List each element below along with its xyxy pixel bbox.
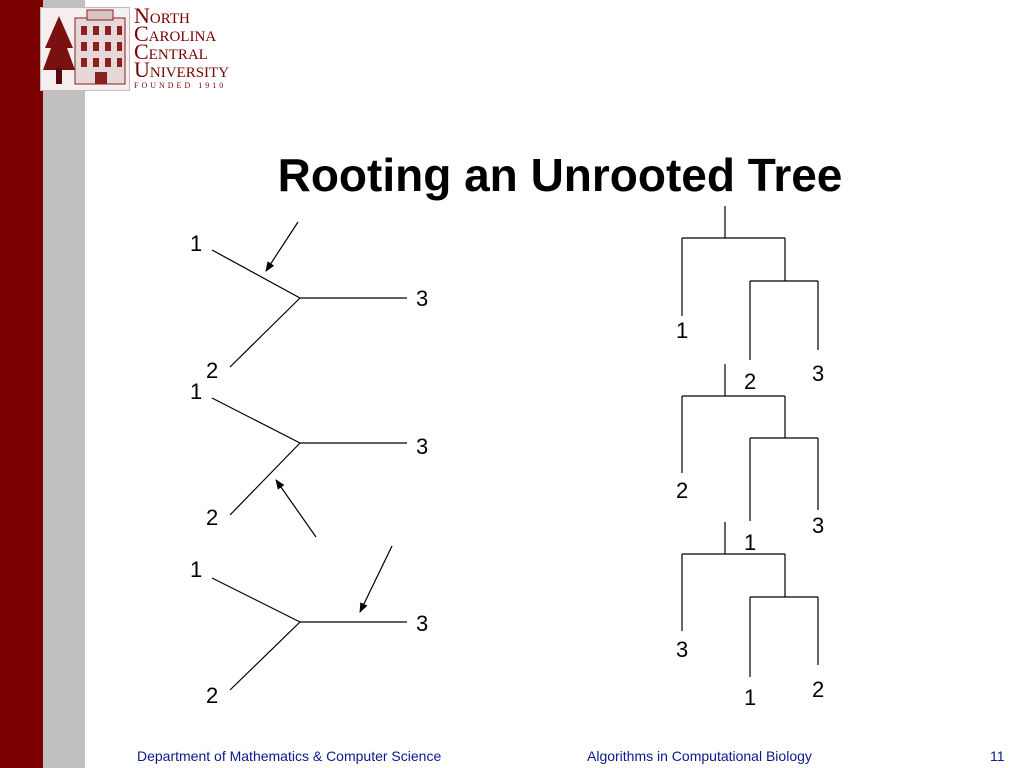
root-arrow-1: [265, 221, 299, 272]
unrooted-tree-2: [211, 397, 407, 538]
rooted2-outgroup-label: 2: [676, 478, 688, 503]
logo-line-north: North: [134, 3, 190, 28]
unrooted-tree-3: [211, 545, 407, 691]
rooted1-pair-label-a: 2: [744, 369, 756, 394]
left-gray-bar: [43, 0, 85, 768]
rooted3-pair-label-a: 1: [744, 685, 756, 710]
tree2-edge-1: [211, 397, 301, 444]
tree3-edge-1: [211, 577, 301, 623]
rooted-tree-3: [681, 522, 819, 677]
rooted1-outgroup-label: 1: [676, 318, 688, 343]
rooted2-pair-label-b: 3: [812, 513, 824, 538]
university-building-icon: [40, 7, 130, 91]
root-arrow-2: [275, 479, 317, 538]
tree2-label-1: 1: [190, 379, 202, 404]
tree1-label-2: 2: [206, 358, 218, 383]
tree3-edge-2: [229, 621, 301, 691]
rooted-tree-2: [681, 364, 819, 521]
footer-course: Algorithms in Computational Biology: [587, 748, 812, 764]
tree3-label-1: 1: [190, 557, 202, 582]
rooted-tree-1: [681, 206, 819, 360]
tree1-edge-1: [211, 249, 301, 299]
logo-line-university: University: [134, 57, 230, 82]
footer-page-number: 11: [990, 748, 1005, 764]
slide-title: Rooting an Unrooted Tree: [277, 149, 843, 201]
tree2-label-3: 3: [416, 434, 428, 459]
footer-department: Department of Mathematics & Computer Sci…: [137, 748, 442, 764]
tree1-label-3: 3: [416, 286, 428, 311]
left-accent-bar: [0, 0, 43, 768]
unrooted-tree-1: [211, 221, 407, 368]
rooted1-pair-label-b: 3: [812, 361, 824, 386]
rooted2-pair-label-a: 1: [744, 530, 756, 555]
rooted3-pair-label-b: 2: [812, 677, 824, 702]
tree1-label-1: 1: [190, 231, 202, 256]
logo-line-central: Central: [134, 39, 208, 64]
tree3-label-2: 2: [206, 683, 218, 708]
tree2-edge-2: [229, 442, 301, 516]
rooted3-outgroup-label: 3: [676, 637, 688, 662]
university-wordmark: North Carolina Central University: [134, 3, 230, 82]
tree3-label-3: 3: [416, 611, 428, 636]
logo-line-carolina: Carolina: [134, 21, 217, 46]
university-logo: North Carolina Central University FOUNDE…: [40, 3, 250, 91]
root-arrow-3: [359, 545, 393, 613]
logo-founded: FOUNDED 1910: [134, 81, 227, 90]
tree1-edge-2: [229, 297, 301, 368]
tree2-label-2: 2: [206, 505, 218, 530]
